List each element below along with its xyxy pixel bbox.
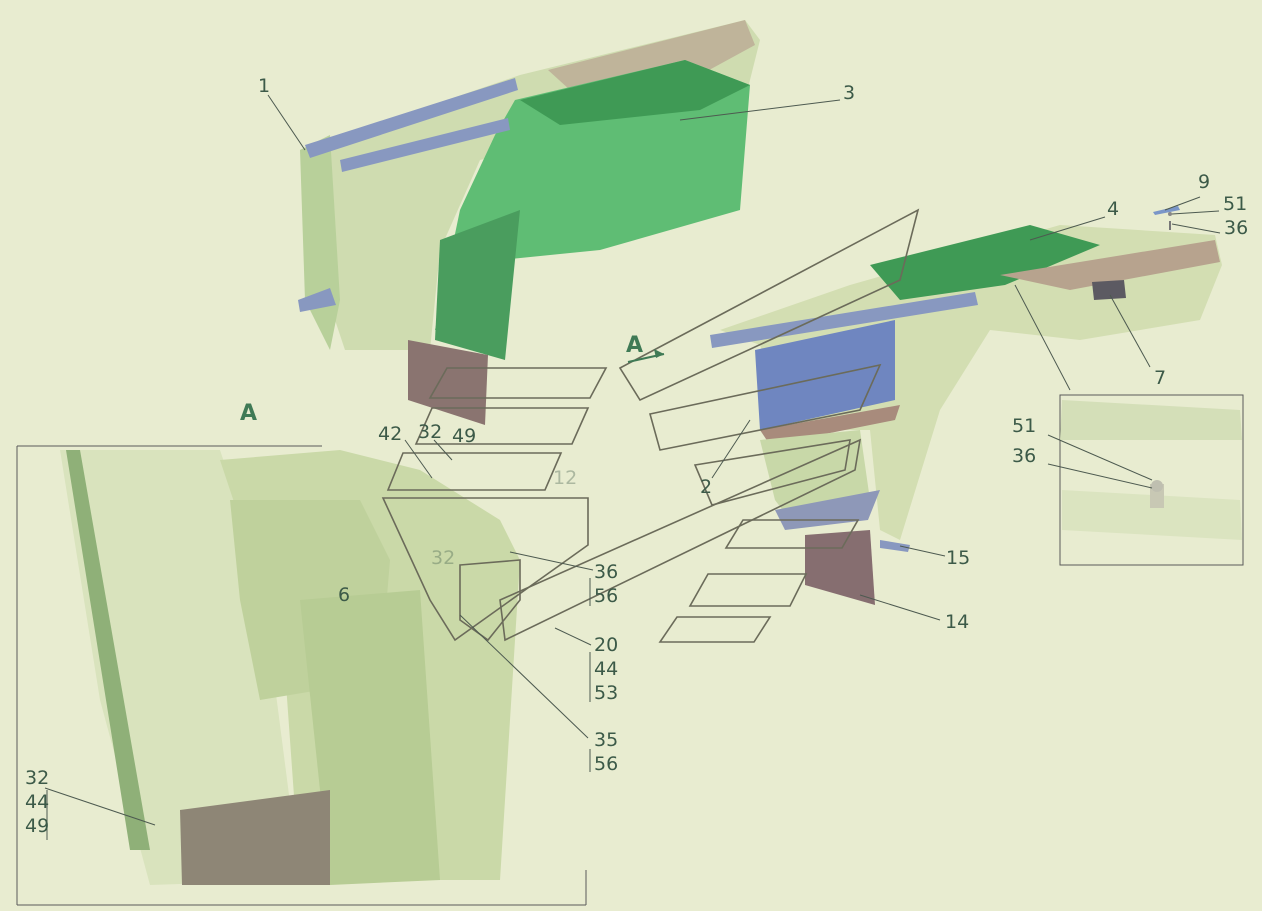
callout-c4: 4 — [1107, 198, 1119, 220]
callout-c49b: 49 — [25, 815, 49, 837]
callout-c1: 1 — [258, 75, 270, 97]
callout-c2: 2 — [700, 476, 712, 498]
callout-c56b: 56 — [594, 753, 618, 775]
callout-c49a: 49 — [452, 425, 476, 447]
callout-c12: 12 — [553, 467, 577, 489]
callout-c56a: 56 — [594, 585, 618, 607]
callout-c9: 9 — [1198, 171, 1210, 193]
callout-c42: 42 — [378, 423, 402, 445]
callout-c53: 53 — [594, 682, 618, 704]
callout-c51a: 51 — [1223, 193, 1247, 215]
view-a-detail-label: A — [240, 401, 257, 426]
callout-c14: 14 — [945, 611, 969, 633]
callout-c36c: 36 — [594, 561, 618, 583]
callout-c20: 20 — [594, 634, 618, 656]
callout-c32b: 32 — [431, 547, 455, 569]
callout-c7: 7 — [1154, 367, 1166, 389]
callout-c51b: 51 — [1012, 415, 1036, 437]
callout-c35: 35 — [594, 729, 618, 751]
rear-fender-assembly-left — [298, 20, 760, 425]
callout-c36b: 36 — [1012, 445, 1036, 467]
inset-detail-frame — [1059, 394, 1244, 566]
view-a-arrow — [627, 349, 665, 363]
small-fastener-parts — [1153, 206, 1180, 230]
callout-c3: 3 — [843, 82, 855, 104]
view-a-arrow-label: A — [626, 333, 643, 358]
leader-lines — [44, 94, 1221, 840]
view-a-detail — [16, 445, 587, 906]
callout-c6: 6 — [338, 584, 350, 606]
callout-c44b: 44 — [25, 791, 49, 813]
callout-c36a: 36 — [1224, 217, 1248, 239]
rear-fender-assembly-right — [710, 225, 1222, 605]
callout-c32c: 32 — [25, 767, 49, 789]
mudflap-outline-group — [381, 208, 920, 643]
callout-c15: 15 — [946, 547, 970, 569]
callout-c32a: 32 — [418, 421, 442, 443]
callout-c44a: 44 — [594, 658, 618, 680]
